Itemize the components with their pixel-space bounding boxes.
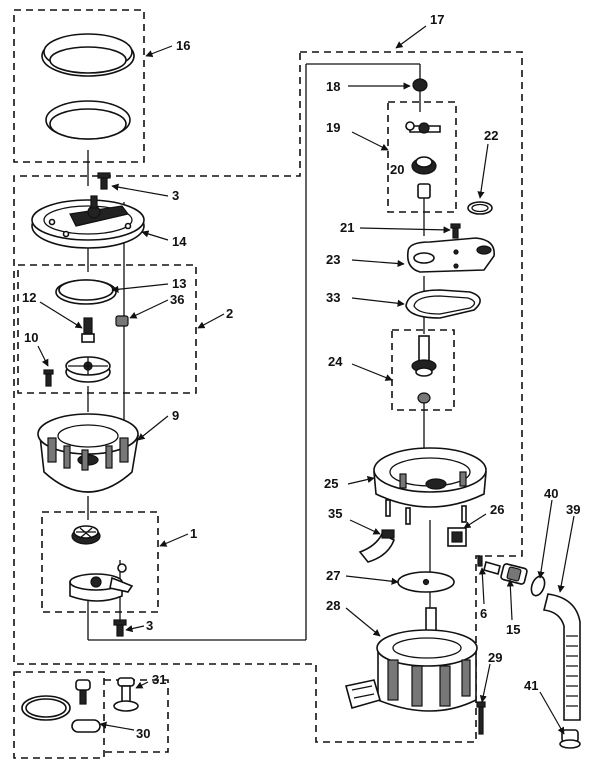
callout-25: 25: [324, 476, 338, 491]
callout-10: 10: [24, 330, 38, 345]
callout-31: 31: [152, 672, 166, 687]
callout-27: 27: [326, 568, 340, 583]
callout-19: 19: [326, 120, 340, 135]
part-6-screw[interactable]: [477, 555, 483, 567]
callout-35: 35: [328, 506, 342, 521]
callout-18: 18: [326, 79, 340, 94]
part-3-screw-top[interactable]: [97, 172, 111, 190]
part-41-cap[interactable]: [559, 729, 581, 749]
callout-12: 12: [22, 290, 36, 305]
part-40-clamp[interactable]: [529, 575, 547, 598]
part-15-valve[interactable]: [483, 561, 528, 585]
impeller[interactable]: [65, 356, 111, 383]
callout-36: 36: [170, 292, 184, 307]
group-19-box: [387, 101, 457, 213]
callout-24: 24: [328, 354, 343, 369]
part-22-oring[interactable]: [467, 201, 493, 215]
part-30-seal-kit[interactable]: [21, 679, 101, 733]
callout-16: 16: [176, 38, 190, 53]
callout-9: 9: [172, 408, 179, 423]
callout-labels: 16 3 14 13 36 2 12 10 9 1 3 31 30 17 18 …: [22, 12, 580, 741]
callout-21: 21: [340, 220, 354, 235]
callout-17: 17: [430, 12, 444, 27]
callout-40: 40: [544, 486, 558, 501]
callout-30: 30: [136, 726, 150, 741]
part-36-nut[interactable]: [115, 315, 129, 327]
callout-3-top: 3: [172, 188, 179, 203]
callout-41: 41: [524, 678, 538, 693]
callout-15: 15: [506, 622, 520, 637]
callout-29: 29: [488, 650, 502, 665]
callout-33: 33: [326, 290, 340, 305]
part-10-screw[interactable]: [43, 369, 54, 387]
callout-6: 6: [480, 606, 487, 621]
group-30-box: [13, 671, 105, 759]
part-35-drain-hose[interactable]: [358, 529, 396, 563]
part-27-slinger[interactable]: [397, 571, 455, 593]
callout-23: 23: [326, 252, 340, 267]
part-20-seal[interactable]: [417, 183, 431, 199]
callout-39: 39: [566, 502, 580, 517]
group-16-box: [13, 9, 145, 163]
part-29-screw[interactable]: [476, 701, 486, 735]
callout-13: 13: [172, 276, 186, 291]
part-26-clip[interactable]: [447, 527, 467, 547]
part-19-seal-assembly[interactable]: [405, 121, 441, 175]
part-12-screw[interactable]: [81, 317, 95, 343]
group-24-box: [391, 329, 455, 411]
part-23-bearing-plate[interactable]: [406, 237, 495, 273]
part-3-screw-bottom[interactable]: [113, 619, 127, 637]
callout-22: 22: [484, 128, 498, 143]
callout-2: 2: [226, 306, 233, 321]
part-13-ring[interactable]: [55, 279, 117, 305]
part-18-nut[interactable]: [412, 78, 428, 92]
callout-1: 1: [190, 526, 197, 541]
part-1-chopper-assembly[interactable]: [69, 525, 134, 602]
part-14-cover-plate[interactable]: [31, 195, 145, 249]
part-24-shaft-assembly[interactable]: [411, 335, 437, 404]
callout-20: 20: [390, 162, 404, 177]
group-2-box: [17, 264, 197, 394]
callout-26: 26: [490, 502, 504, 517]
leader-lines: [37, 25, 575, 735]
part-33-gasket[interactable]: [405, 289, 481, 319]
callout-3-bottom: 3: [146, 618, 153, 633]
part-9-pump-housing[interactable]: [37, 413, 139, 493]
group-31-box: [104, 679, 169, 753]
callout-14: 14: [172, 234, 187, 249]
part-21-screw[interactable]: [450, 223, 461, 239]
part-25-motor-mount[interactable]: [373, 447, 487, 525]
part-31-plug[interactable]: [113, 677, 139, 712]
part-16-seal-rings[interactable]: [41, 33, 135, 140]
callout-28: 28: [326, 598, 340, 613]
part-39-hose[interactable]: [543, 593, 581, 721]
part-28-motor[interactable]: [345, 607, 478, 712]
